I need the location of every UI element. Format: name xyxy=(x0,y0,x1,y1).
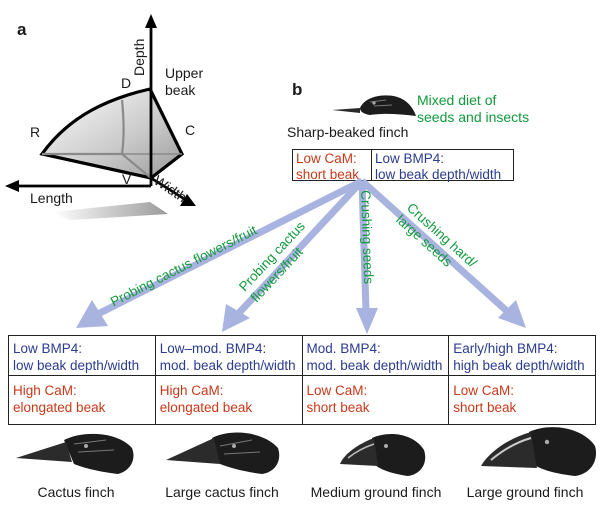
point-d-label: D xyxy=(121,75,132,91)
ancestor-cam-cell: Low CaM: short beak xyxy=(293,150,372,182)
cactus-finch-image xyxy=(16,433,134,474)
cam-cell: High CaM: elongated beak xyxy=(159,383,253,415)
species-column-large-ground: Early/high BMP4: high beak depth/width L… xyxy=(449,336,595,424)
caption-medium-ground-finch: Medium ground finch xyxy=(310,484,442,500)
medium-ground-finch-image xyxy=(340,434,426,476)
bmp4-cell: Mod. BMP4: mod. beak depth/width xyxy=(302,336,449,376)
width-axis xyxy=(150,176,187,202)
upper-beak-label: Upper beak xyxy=(165,65,204,98)
point-c-label: C xyxy=(185,122,196,138)
cam-cell: High CaM: elongated beak xyxy=(13,383,106,415)
cam-cell: Low CaM: short beak xyxy=(306,383,370,415)
beak-shadow xyxy=(52,202,168,220)
width-axis-arrow-icon xyxy=(180,194,196,206)
bmp4-cell: Low BMP4: low beak depth/width xyxy=(9,336,155,376)
caption-large-ground-finch: Large ground finch xyxy=(466,484,584,500)
point-v-label: V xyxy=(122,171,132,187)
arrow-to-large-ground-finch xyxy=(359,178,511,315)
sharp-beaked-finch-label: Sharp-beaked finch xyxy=(287,124,409,140)
diet-label: Mixed diet of seeds and insects xyxy=(417,92,530,125)
depth-axis-arrow-icon xyxy=(145,14,157,28)
beak-outline xyxy=(39,87,185,180)
sharp-beaked-finch-image xyxy=(332,95,416,116)
caption-cactus-finch: Cactus finch xyxy=(37,484,115,500)
species-column-cactus: Low BMP4: low beak depth/width High CaM:… xyxy=(9,336,156,424)
ancestor-bmp4-cell: Low BMP4: low beak depth/width xyxy=(375,151,502,182)
cam-cell: Low CaM: short beak xyxy=(453,383,517,415)
ancestor-box: Low CaM: short beak Low BMP4: low beak d… xyxy=(292,149,514,182)
arrow-to-large-cactus-finch xyxy=(235,178,365,317)
large-cactus-finch-image xyxy=(166,432,280,474)
species-table: Low BMP4: low beak depth/width High CaM:… xyxy=(8,335,596,425)
evolution-arrows xyxy=(76,177,526,334)
point-r-label: R xyxy=(30,124,41,140)
beak-3d-diagram xyxy=(5,14,196,220)
caption-large-cactus-finch: Large cactus finch xyxy=(165,484,279,500)
bmp4-cell: Early/high BMP4: high beak depth/width xyxy=(449,336,595,376)
arrow-to-medium-ground-finch xyxy=(358,180,370,313)
large-ground-finch-image xyxy=(481,427,597,476)
length-axis-arrow-icon xyxy=(5,180,19,192)
bmp4-cell: Low–mod. BMP4: mod. beak depth/width xyxy=(155,336,302,376)
arrow-to-cactus-finch xyxy=(96,177,364,318)
species-column-medium-ground: Mod. BMP4: mod. beak depth/width Low CaM… xyxy=(302,336,450,424)
panel-a-letter: a xyxy=(17,20,27,39)
panel-b-letter: b xyxy=(292,80,303,99)
length-axis-label: Length xyxy=(30,190,73,206)
species-column-large-cactus: Low–mod. BMP4: mod. beak depth/width Hig… xyxy=(155,336,303,424)
